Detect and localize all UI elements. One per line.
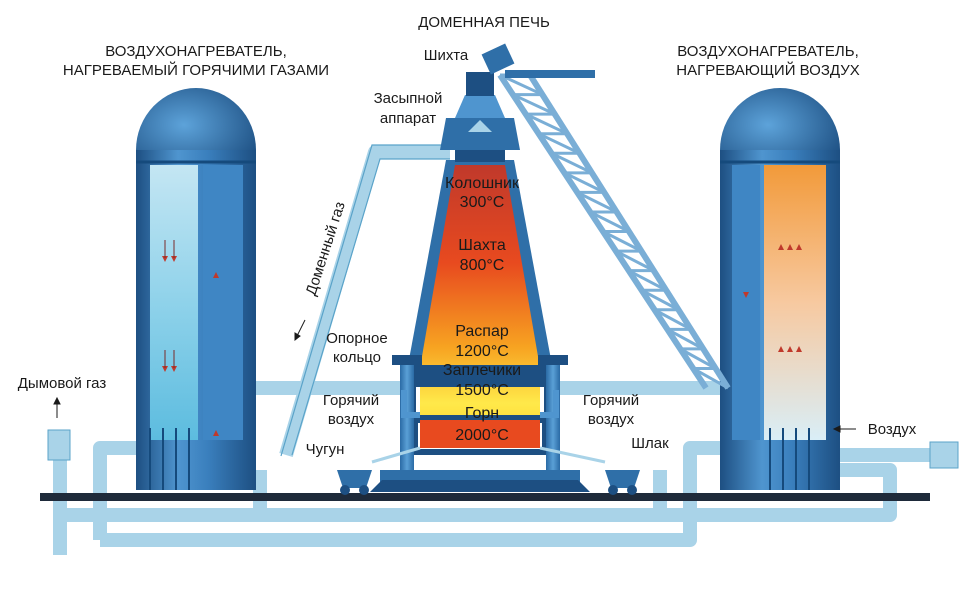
lattice-strut (589, 210, 630, 233)
flow-arrows (53, 319, 856, 433)
flue-stack (47, 429, 71, 461)
slag-label: Шлак (631, 435, 669, 452)
charge-label: Шихта (424, 47, 469, 64)
air-label: Воздух (868, 421, 917, 438)
tuyeres (401, 390, 559, 418)
hot-air-right-label-line2: воздух (588, 411, 635, 428)
lattice-strut (679, 347, 717, 370)
lattice-strut (692, 367, 729, 390)
lattice-strut (576, 191, 618, 214)
lattice-strut (499, 73, 544, 96)
zone-name: Распар (455, 323, 509, 340)
zone-temp: 800°C (460, 257, 505, 274)
lattice-strut (512, 93, 556, 116)
lattice-strut (525, 112, 568, 136)
pipe-outline (280, 144, 450, 457)
blast-furnace (408, 43, 552, 455)
hot-air-left-label-line2: воздух (328, 411, 375, 428)
hot-air-left-label-line1: Горячий (323, 392, 379, 409)
zone-name: Горн (465, 405, 499, 422)
diagram-title: ДОМЕННАЯ ПЕЧЬ (418, 14, 550, 31)
pig-iron-label: Чугун (306, 441, 345, 458)
zone-name: Колошник (445, 175, 520, 192)
lattice-strut (615, 249, 655, 272)
lattice-strut (537, 132, 581, 155)
right-stove-title-line2: НАГРЕВАЮЩИЙ ВОЗДУХ (676, 61, 860, 79)
ground-line (40, 493, 930, 501)
zone-temp: 1500°C (455, 382, 509, 399)
zone-temp: 300°C (460, 194, 505, 211)
support-ring-label-line1: Опорное (326, 330, 387, 347)
zone-name: Заплечики (443, 362, 521, 379)
right-stove-title-line1: ВОЗДУХОНАГРЕВАТЕЛЬ, (677, 43, 859, 60)
lattice-strut (653, 308, 692, 331)
right-stove (720, 88, 840, 490)
support-columns (370, 355, 590, 492)
hot-air-right-label-line1: Горячий (583, 392, 639, 409)
zone-temp: 1200°C (455, 343, 509, 360)
slag-ladle (539, 446, 640, 495)
lattice-strut (550, 151, 593, 175)
lattice-strut (602, 230, 643, 253)
flue-gas-label: Дымовой газ (18, 375, 107, 392)
skip-hoist-lattice (499, 73, 729, 390)
left-stove-title-line1: ВОЗДУХОНАГРЕВАТЕЛЬ, (105, 43, 287, 60)
lattice-strut (628, 269, 667, 292)
furnace-zone-labels: Колошник 300°C Шахта 800°C Распар 1200°C… (443, 175, 521, 444)
charging-apparatus-label-line2: аппарат (380, 110, 436, 127)
left-stove-title-line2: НАГРЕВАЕМЫЙ ГОРЯЧИМИ ГАЗАМИ (63, 61, 329, 79)
lattice-strut (666, 327, 704, 351)
lattice-strut (563, 171, 605, 194)
lattice-strut (640, 288, 680, 312)
pig-iron-ladle (337, 446, 421, 495)
zone-name: Шахта (458, 237, 506, 254)
zone-temp: 2000°C (455, 427, 509, 444)
support-ring-label-line2: кольцо (333, 349, 381, 366)
left-stove (136, 88, 256, 490)
charging-apparatus-label-line1: Засыпной (374, 90, 443, 107)
